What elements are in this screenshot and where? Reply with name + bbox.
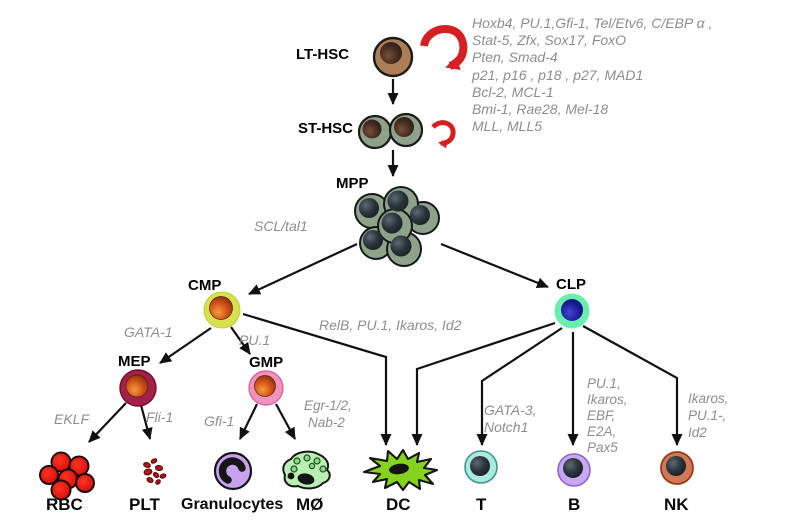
gene-line: Bmi-1, Rae28, Mel-18 xyxy=(472,101,609,117)
gene-line: Pax5 xyxy=(587,440,618,455)
gene-line: Egr-1/2, xyxy=(304,398,352,413)
self-renewal-arrow-icon xyxy=(420,25,468,71)
arrow-mpp-clp xyxy=(440,242,549,289)
granulocytes-label: Granulocytes xyxy=(181,496,284,513)
t-label: T xyxy=(476,495,487,514)
plt-label: PLT xyxy=(129,495,160,514)
b-cell-icon xyxy=(557,453,591,487)
relb-gene-label: RelB, PU.1, Ikaros, Id2 xyxy=(319,317,462,333)
arrow-gmp-mo xyxy=(275,403,296,440)
plt-cells-icon xyxy=(143,458,167,485)
arrow-clp-dc xyxy=(411,321,556,446)
st-hsc-label: ST-HSC xyxy=(298,120,354,137)
gene-line: EBF, xyxy=(587,408,616,423)
lineage-arrows xyxy=(88,79,683,446)
gene-line: Pten, Smad-4 xyxy=(472,49,558,65)
cmp-label: CMP xyxy=(188,277,222,294)
gata1-label: GATA-1 xyxy=(124,324,173,340)
dc-label: DC xyxy=(386,495,411,514)
gene-line: Stat-5, Zfx, Sox17, FoxO xyxy=(472,32,627,48)
gene-line: Nab-2 xyxy=(308,415,345,430)
rbc-label: RBC xyxy=(46,495,83,514)
gene-line: GATA-3, xyxy=(484,402,537,418)
gene-line: Bcl-2, MCL-1 xyxy=(472,84,554,100)
gene-line: Id2 xyxy=(688,425,707,440)
gene-line: p21, p16 , p18 , p27, MAD1 xyxy=(472,67,644,83)
t-cell-icon xyxy=(464,450,498,484)
self-renewal-arrow-small-icon xyxy=(431,120,456,149)
gmp-label: GMP xyxy=(249,354,284,371)
gene-line: MLL, MLL5 xyxy=(472,118,543,134)
gene-line: Hoxb4, PU.1,Gfi-1, Tel/Etv6, C/EBP α , xyxy=(472,15,713,31)
nk-label: NK xyxy=(664,495,689,514)
scl-tal1-label: SCL/tal1 xyxy=(254,218,308,234)
gfi1-label: Gfi-1 xyxy=(204,413,235,429)
gene-line: Ikaros, xyxy=(587,392,628,407)
lt-hsc-cell-icon xyxy=(372,36,414,78)
arrow-clp-nk xyxy=(582,325,683,446)
mpp-label: MPP xyxy=(336,175,369,192)
macrophage-label: MØ xyxy=(296,495,324,514)
nk-cell-icon xyxy=(660,451,694,485)
b-label: B xyxy=(568,495,581,514)
mep-label: MEP xyxy=(118,353,151,370)
gene-line: E2A, xyxy=(587,424,617,439)
cmp-cell-icon xyxy=(203,291,241,329)
gene-line: Notch1 xyxy=(484,419,529,435)
arrow-mep-rbc xyxy=(88,402,127,443)
st-hsc-cells-icon xyxy=(357,112,424,150)
eklf-label: EKLF xyxy=(54,411,90,427)
lt-hsc-label: LT-HSC xyxy=(296,46,350,63)
gene-line: PU.1, xyxy=(587,376,621,391)
arrow-cmp-mep xyxy=(159,327,212,364)
dendritic-cell-icon xyxy=(362,448,439,492)
fli1-label: Fli-1 xyxy=(146,409,174,425)
arrow-mpp-cmp xyxy=(248,243,358,295)
clp-label: CLP xyxy=(556,276,586,293)
arrow-cmp-dc xyxy=(242,312,392,446)
macrophage-cell-icon xyxy=(282,450,331,490)
mpp-cluster-icon xyxy=(354,186,440,267)
gene-line: PU.1-, xyxy=(688,408,727,423)
granulocyte-cell-icon xyxy=(213,451,253,491)
arrow-gmp-gran xyxy=(239,403,258,440)
arrow-mep-plt xyxy=(139,404,153,440)
mep-cell-icon xyxy=(119,369,157,407)
clp-cell-icon xyxy=(554,293,590,329)
gmp-cell-icon xyxy=(248,370,284,406)
pu1-label: PU.1 xyxy=(239,332,271,348)
rbc-cells-icon xyxy=(39,451,95,501)
arrow-clp-t xyxy=(476,327,563,446)
arrow-cmp-gmp xyxy=(230,326,251,355)
gene-line: Ikaros, xyxy=(688,391,729,406)
